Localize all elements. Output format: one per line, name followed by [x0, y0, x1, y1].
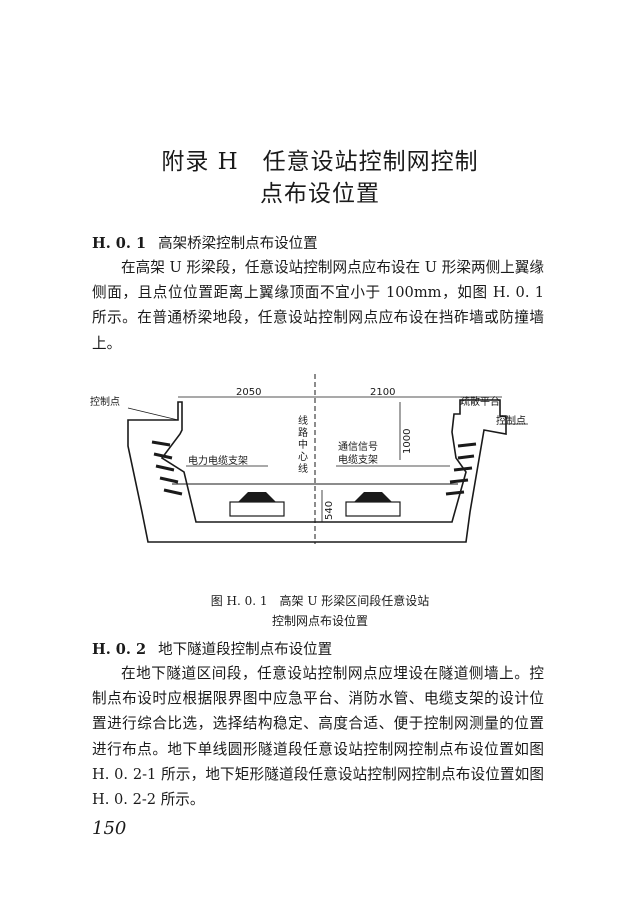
centerline-char-5: 线	[298, 462, 308, 475]
section-number: H. 0. 2	[92, 641, 147, 658]
right-width-dimension: 2100	[370, 387, 395, 398]
figure-caption-line1: 图 H. 0. 1 高架 U 形梁区间段任意设站	[210, 594, 430, 608]
u-beam-outline	[127, 399, 507, 543]
centerline-char-1: 线	[298, 414, 308, 427]
right-cable-brackets	[445, 442, 477, 496]
centerline-char-2: 路	[298, 426, 308, 439]
left-track-bed	[229, 501, 285, 517]
section-body-h02: 在地下隧道区间段，任意设站控制网点应埋设在隧道侧墙上。控制点布设时应根据限界图中…	[92, 665, 544, 809]
height-top-dimension: 1000	[402, 429, 413, 454]
page-number: 150	[92, 818, 127, 839]
centerline-char-3: 中	[298, 438, 308, 451]
power-cable-bracket-label: 电力电缆支架	[188, 454, 248, 467]
section-title: 高架桥梁控制点布设位置	[158, 236, 318, 252]
left-width-dimension: 2050	[236, 387, 261, 398]
left-rail	[238, 492, 276, 502]
section-heading-h02: H. 0. 2 地下隧道段控制点布设位置	[92, 638, 332, 659]
section-body-h01: 在高架 U 形梁段，任意设站控制网点应布设在 U 形梁两侧上翼缘侧面，且点位位置…	[92, 259, 544, 352]
centerline-char-4: 心	[298, 451, 308, 463]
section-title: 地下隧道段控制点布设位置	[158, 642, 333, 658]
control-point-left-leader	[127, 407, 179, 421]
u-beam-diagram: 控制点 疏散平台 控制点 2050 2100 线 路 中 心 线 电力电缆支架 …	[90, 374, 528, 544]
evacuation-platform-label: 疏散平台	[460, 395, 500, 408]
section-number: H. 0. 1	[92, 235, 147, 252]
appendix-title-line1: 附录 H 任意设站控制网控制	[161, 149, 479, 175]
right-track-bed	[345, 501, 401, 517]
left-cable-brackets	[151, 440, 183, 496]
signal-cable-label-line1: 通信信号	[338, 441, 378, 453]
right-rail	[354, 492, 392, 502]
height-bottom-dimension: 540	[324, 501, 335, 520]
figure-caption-line2: 控制网点布设位置	[271, 614, 368, 628]
signal-cable-label-line2: 电缆支架	[338, 453, 378, 466]
appendix-title-line2: 点布设位置	[260, 181, 380, 207]
section-heading-h01: H. 0. 1 高架桥梁控制点布设位置	[92, 232, 318, 253]
control-point-right-label: 控制点	[496, 414, 526, 427]
control-point-left-label: 控制点	[90, 395, 120, 408]
